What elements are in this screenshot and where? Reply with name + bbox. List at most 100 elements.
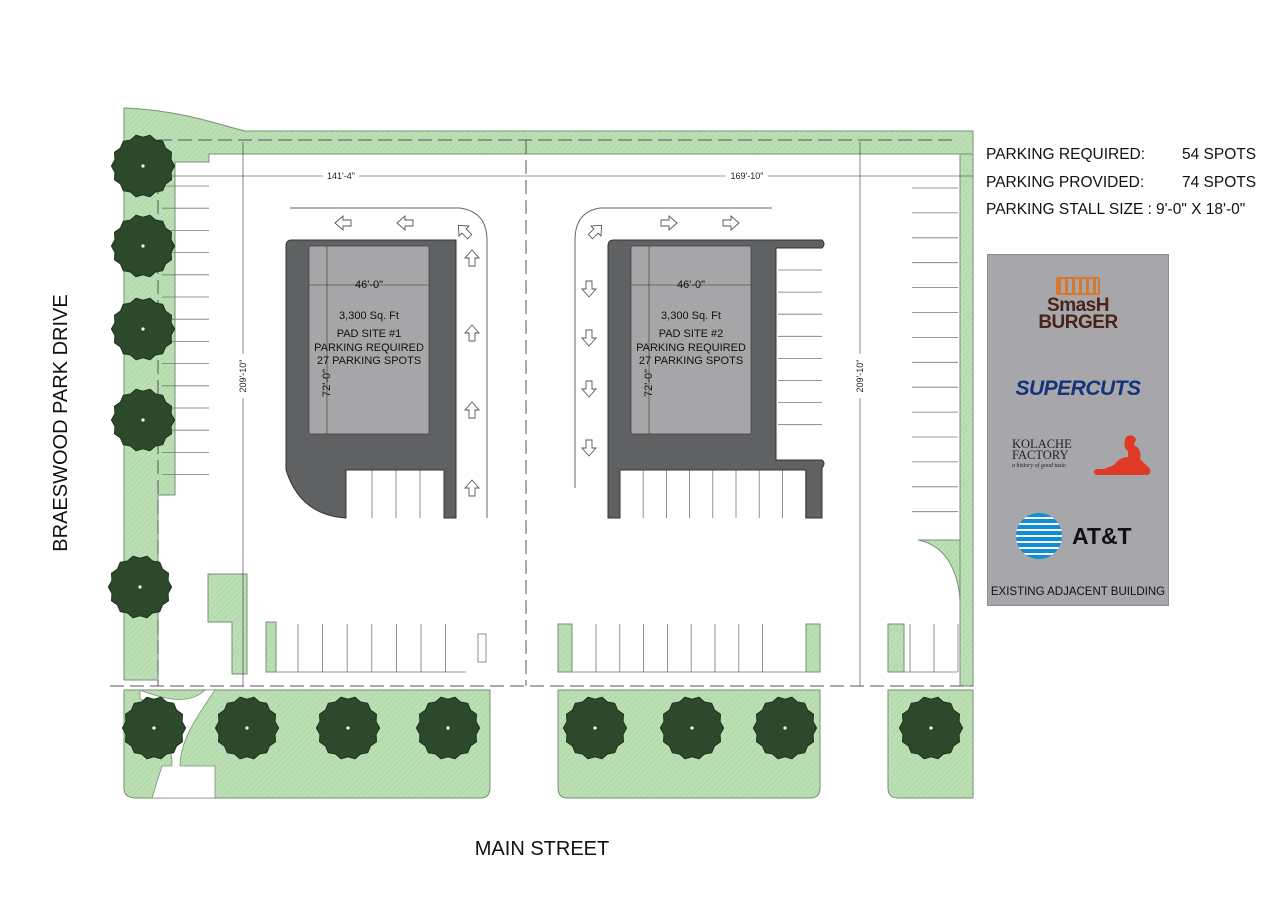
existing-building-caption: EXISTING ADJACENT BUILDING xyxy=(990,586,1166,598)
parking-stall-label: PARKING STALL SIZE : xyxy=(986,201,1152,218)
tree-icon xyxy=(110,388,176,452)
tree-icon xyxy=(110,214,176,278)
landscape-right-curve xyxy=(917,539,961,601)
kolache-tagline: a history of good taste. xyxy=(1012,463,1068,469)
smashburger-line2: BURGER xyxy=(1038,312,1118,333)
trees xyxy=(107,134,964,760)
tree-center xyxy=(593,726,597,730)
curb-stop xyxy=(477,633,487,663)
arrow-shape xyxy=(581,439,597,457)
drive-curbs xyxy=(290,207,772,518)
dim-top-right: 169'-10" xyxy=(731,171,764,181)
arrow-icon xyxy=(722,215,740,231)
parking-stall-row: PARKING STALL SIZE : 9'-0" X 18'-0" xyxy=(986,196,1276,224)
parking-required-value: 54 SPOTS xyxy=(1182,146,1257,163)
parking-provided-label: PARKING PROVIDED: xyxy=(986,173,1145,191)
tree-icon xyxy=(107,555,173,619)
building-dimension-lines xyxy=(309,246,751,434)
dimension-lines xyxy=(162,142,973,686)
pad1-width: 46'-0" xyxy=(355,279,383,291)
landscape-bottom-left xyxy=(123,689,491,799)
landscape-top-strip xyxy=(123,107,974,681)
tree-center xyxy=(446,726,450,730)
arrow-shape xyxy=(464,249,480,267)
tree-icon xyxy=(315,696,381,760)
tree-icon xyxy=(110,297,176,361)
att-logo: AT&T xyxy=(1016,513,1132,559)
tree-center xyxy=(783,726,787,730)
parking-summary: PARKING REQUIRED: 54 SPOTS PARKING PROVI… xyxy=(986,141,1276,224)
arrow-shape xyxy=(457,224,473,240)
att-globe-icon xyxy=(1016,513,1062,559)
arrow-shape xyxy=(581,380,597,398)
traffic-arrows xyxy=(334,215,740,497)
arrow-shape xyxy=(396,215,414,231)
parking-stalls xyxy=(162,185,959,673)
parking-provided-value: 74 SPOTS xyxy=(1182,173,1257,191)
parking-provided-row: PARKING PROVIDED: 74 SPOTS xyxy=(986,169,1276,197)
pad2-area: 3,300 Sq. Ft xyxy=(661,310,721,322)
arrow-shape xyxy=(581,280,597,298)
street-label-braeswood: BRAESWOOD PARK DRIVE xyxy=(50,294,72,551)
tree-center xyxy=(690,726,694,730)
tree-center xyxy=(245,726,249,730)
street-label-main: MAIN STREET xyxy=(475,838,609,860)
parking-stall-value: 9'-0" X 18'-0" xyxy=(1155,201,1246,218)
pad2-req-line2: 27 PARKING SPOTS xyxy=(639,355,743,367)
pad2-width: 46'-0" xyxy=(677,279,705,291)
tree-center xyxy=(152,726,156,730)
arrow-icon xyxy=(464,479,480,497)
arrow-icon xyxy=(464,249,480,267)
pad1-req-line1: PARKING REQUIRED xyxy=(314,342,424,354)
arrow-icon xyxy=(581,439,597,457)
pad1-area: 3,300 Sq. Ft xyxy=(339,310,399,322)
island-mid-right xyxy=(805,623,821,673)
grill-icon xyxy=(1056,277,1100,295)
dim-height-left: 209'-10" xyxy=(238,360,248,393)
pad-site-1-building xyxy=(285,239,457,519)
tree-center xyxy=(141,327,145,331)
smashburger-logo: SmasH BURGER xyxy=(988,277,1168,333)
arrow-icon xyxy=(464,401,480,419)
pad1-req-line2: 27 PARKING SPOTS xyxy=(317,355,421,367)
tree-icon xyxy=(752,696,818,760)
tree-center xyxy=(141,164,145,168)
tree-icon xyxy=(214,696,280,760)
tree-center xyxy=(929,726,933,730)
arrow-shape xyxy=(587,224,603,240)
kolache-factory-logo: KOLACHE FACTORY a history of good taste. xyxy=(1012,437,1072,469)
supercuts-logo: SUPERCUTS xyxy=(1015,377,1141,400)
tree-center xyxy=(141,244,145,248)
arrow-icon xyxy=(334,215,352,231)
pad2-depth: 72'-0" xyxy=(643,369,655,397)
island-mid-left xyxy=(557,623,573,673)
kolache-line1: KOLACHE xyxy=(1012,437,1072,451)
arrow-shape xyxy=(334,215,352,231)
landscape-left-notch xyxy=(207,573,248,675)
arrow-icon xyxy=(581,280,597,298)
dim-top-left: 141'-4" xyxy=(327,171,355,181)
arrow-shape xyxy=(660,215,678,231)
tree-icon xyxy=(121,696,187,760)
tree-center xyxy=(141,418,145,422)
tree-icon xyxy=(562,696,628,760)
island-right xyxy=(887,623,905,673)
pad1-depth: 72'-0" xyxy=(321,369,333,397)
kolache-baker-icon xyxy=(1094,435,1151,475)
tree-icon xyxy=(898,696,964,760)
arrow-icon xyxy=(660,215,678,231)
pad-site-2-building xyxy=(607,239,825,519)
parking-required-label: PARKING REQUIRED: xyxy=(986,146,1146,163)
arrow-icon xyxy=(581,380,597,398)
tree-icon xyxy=(659,696,725,760)
arrow-icon xyxy=(587,224,603,240)
arrow-shape xyxy=(581,329,597,347)
tree-center xyxy=(346,726,350,730)
kolache-line2: FACTORY xyxy=(1012,448,1069,462)
arrow-shape xyxy=(464,324,480,342)
att-text: AT&T xyxy=(1072,522,1132,549)
landscape-right-strip xyxy=(959,153,974,687)
arrow-icon xyxy=(457,224,473,240)
arrow-icon xyxy=(396,215,414,231)
